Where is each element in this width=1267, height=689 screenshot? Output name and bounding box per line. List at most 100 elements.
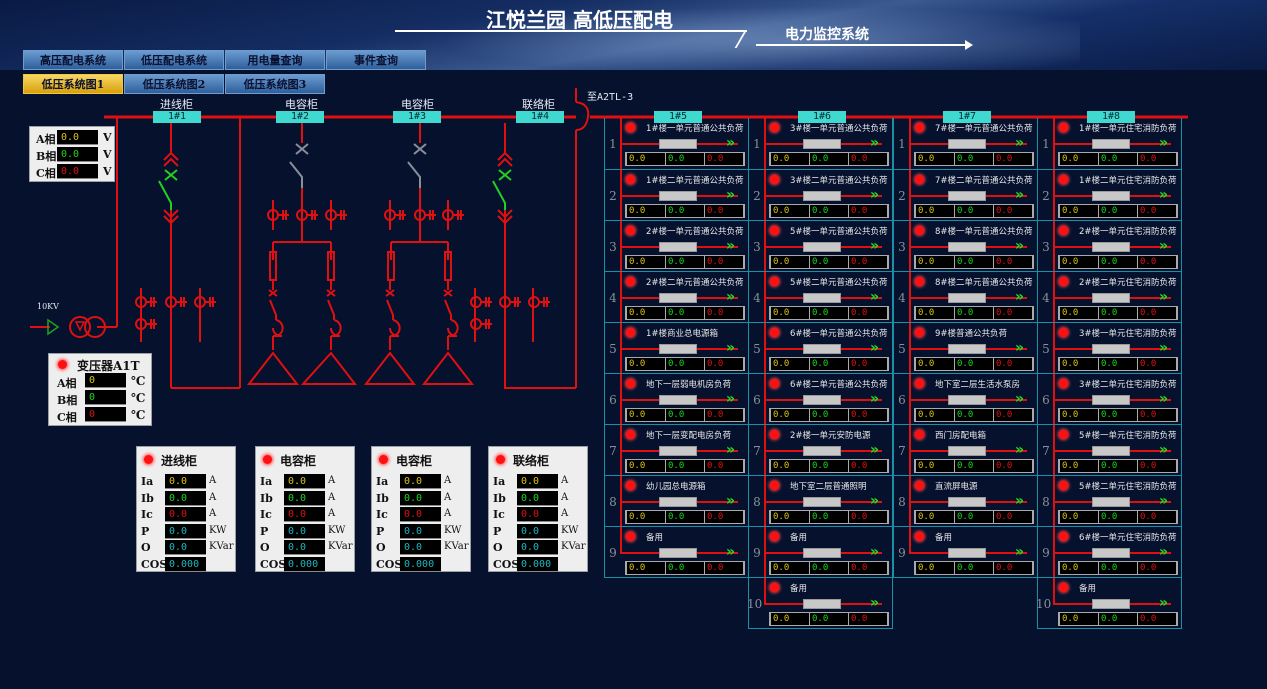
feeder-row[interactable]: 4 8#楼二单元普通公共负荷 » 0.0 0.0 0.0 — [893, 271, 1037, 322]
breaker-closed-4 — [498, 169, 512, 181]
feeder-row[interactable]: 1 7#楼一单元普通公共负荷 » 0.0 0.0 0.0 — [893, 118, 1037, 169]
feeder-number: 8 — [753, 495, 761, 509]
breaker-icon[interactable] — [803, 395, 841, 405]
feeder-row[interactable]: 9 备用 » 0.0 0.0 0.0 — [893, 526, 1037, 577]
feeder-row[interactable]: 4 2#楼二单元住宅消防负荷 » 0.0 0.0 0.0 — [1037, 271, 1181, 322]
breaker-icon[interactable] — [803, 139, 841, 149]
breaker-icon[interactable] — [948, 395, 986, 405]
breaker-icon[interactable] — [659, 446, 697, 456]
breaker-icon[interactable] — [1092, 293, 1130, 303]
breaker-icon[interactable] — [803, 497, 841, 507]
breaker-icon[interactable] — [1092, 191, 1130, 201]
feeder-row[interactable]: 2 3#楼二单元普通公共负荷 » 0.0 0.0 0.0 — [748, 169, 892, 220]
feeder-row[interactable]: 5 1#楼商业总电源箱 » 0.0 0.0 0.0 — [604, 322, 748, 373]
feeder-row[interactable]: 8 幼儿园总电源箱 » 0.0 0.0 0.0 — [604, 475, 748, 526]
feeder-row[interactable]: 10 备用 » 0.0 0.0 0.0 — [1036, 577, 1181, 628]
feeder-column-tag[interactable]: 1#5 — [654, 111, 702, 123]
feeder-column-tag[interactable]: 1#6 — [798, 111, 846, 123]
breaker-icon[interactable] — [1092, 242, 1130, 252]
breaker-icon[interactable] — [803, 293, 841, 303]
breaker-icon[interactable] — [948, 191, 986, 201]
breaker-icon[interactable] — [1092, 497, 1130, 507]
breaker-icon[interactable] — [948, 446, 986, 456]
tab-lv-diagram-3[interactable]: 低压系统图3 — [225, 74, 325, 94]
chevron-double-right-icon: » — [1159, 391, 1169, 407]
breaker-icon[interactable] — [803, 242, 841, 252]
breaker-icon[interactable] — [659, 139, 697, 149]
cabinet-tag-1-1[interactable]: 1#1 — [153, 111, 201, 123]
feeder-row[interactable]: 2 1#楼二单元住宅消防负荷 » 0.0 0.0 0.0 — [1037, 169, 1181, 220]
feeder-value-b: 0.0 — [810, 205, 848, 217]
breaker-icon[interactable] — [948, 242, 986, 252]
breaker-icon[interactable] — [803, 446, 841, 456]
breaker-icon[interactable] — [1092, 599, 1130, 609]
breaker-icon[interactable] — [948, 497, 986, 507]
feeder-row[interactable]: 2 1#楼二单元普通公共负荷 » 0.0 0.0 0.0 — [604, 169, 748, 220]
meter-value: 0.0 — [400, 507, 441, 522]
breaker-icon[interactable] — [659, 242, 697, 252]
tab-lv-diagram-2[interactable]: 低压系统图2 — [124, 74, 224, 94]
nav-hv-system[interactable]: 高压配电系统 — [23, 50, 123, 70]
feeder-value-c: 0.0 — [994, 460, 1032, 472]
breaker-icon[interactable] — [948, 293, 986, 303]
cabinet-tag-1-4[interactable]: 1#4 — [516, 111, 564, 123]
feeder-row[interactable]: 3 2#楼一单元普通公共负荷 » 0.0 0.0 0.0 — [604, 220, 748, 271]
breaker-icon[interactable] — [803, 548, 841, 558]
feeder-row[interactable]: 9 备用 » 0.0 0.0 0.0 — [604, 526, 748, 577]
feeder-row[interactable]: 6 6#楼二单元普通公共负荷 » 0.0 0.0 0.0 — [748, 373, 892, 424]
feeder-row[interactable]: 1 1#楼一单元住宅消防负荷 » 0.0 0.0 0.0 — [1037, 118, 1181, 169]
feeder-row[interactable]: 5 6#楼一单元普通公共负荷 » 0.0 0.0 0.0 — [748, 322, 892, 373]
cabinet-tag-1-3[interactable]: 1#3 — [393, 111, 441, 123]
feeder-row[interactable]: 9 6#楼一单元住宅消防负荷 » 0.0 0.0 0.0 — [1037, 526, 1181, 577]
feeder-row[interactable]: 6 地下室二层生活水泵房 » 0.0 0.0 0.0 — [893, 373, 1037, 424]
feeder-column-tag[interactable]: 1#7 — [943, 111, 991, 123]
breaker-icon[interactable] — [1092, 139, 1130, 149]
feeder-row[interactable]: 8 5#楼二单元住宅消防负荷 » 0.0 0.0 0.0 — [1037, 475, 1181, 526]
feeder-row[interactable]: 6 3#楼二单元住宅消防负荷 » 0.0 0.0 0.0 — [1037, 373, 1181, 424]
feeder-row[interactable]: 4 5#楼二单元普通公共负荷 » 0.0 0.0 0.0 — [748, 271, 892, 322]
feeder-row[interactable]: 7 地下一层变配电房负荷 » 0.0 0.0 0.0 — [604, 424, 748, 475]
feeder-row[interactable]: 9 备用 » 0.0 0.0 0.0 — [748, 526, 892, 577]
feeder-row[interactable]: 3 5#楼一单元普通公共负荷 » 0.0 0.0 0.0 — [748, 220, 892, 271]
breaker-icon[interactable] — [1092, 344, 1130, 354]
breaker-icon[interactable] — [659, 191, 697, 201]
feeder-row[interactable]: 8 直流屏电源 » 0.0 0.0 0.0 — [893, 475, 1037, 526]
feeder-row[interactable]: 1 1#楼一单元普通公共负荷 » 0.0 0.0 0.0 — [604, 118, 748, 169]
nav-energy-query[interactable]: 用电量查询 — [225, 50, 325, 70]
breaker-icon[interactable] — [1092, 548, 1130, 558]
feeder-row[interactable]: 7 5#楼一单元住宅消防负荷 » 0.0 0.0 0.0 — [1037, 424, 1181, 475]
breaker-icon[interactable] — [659, 344, 697, 354]
breaker-icon[interactable] — [948, 548, 986, 558]
feeder-row[interactable]: 5 3#楼一单元住宅消防负荷 » 0.0 0.0 0.0 — [1037, 322, 1181, 373]
feeder-row[interactable]: 3 2#楼一单元住宅消防负荷 » 0.0 0.0 0.0 — [1037, 220, 1181, 271]
feeder-row[interactable]: 5 9#楼普通公共负荷 » 0.0 0.0 0.0 — [893, 322, 1037, 373]
breaker-icon[interactable] — [803, 599, 841, 609]
page-title: 江悦兰园 高低压配电 — [486, 8, 673, 32]
nav-event-query[interactable]: 事件查询 — [326, 50, 426, 70]
feeder-row[interactable]: 1 3#楼一单元普通公共负荷 » 0.0 0.0 0.0 — [748, 118, 892, 169]
feeder-row[interactable]: 2 7#楼二单元普通公共负荷 » 0.0 0.0 0.0 — [893, 169, 1037, 220]
breaker-icon[interactable] — [803, 344, 841, 354]
nav-lv-system[interactable]: 低压配电系统 — [124, 50, 224, 70]
feeder-row[interactable]: 6 地下一层弱电机房负荷 » 0.0 0.0 0.0 — [604, 373, 748, 424]
feeder-column-tag[interactable]: 1#8 — [1087, 111, 1135, 123]
breaker-icon[interactable] — [659, 548, 697, 558]
breaker-icon[interactable] — [659, 395, 697, 405]
breaker-icon[interactable] — [659, 497, 697, 507]
feeder-row[interactable]: 8 地下室二层普通照明 » 0.0 0.0 0.0 — [748, 475, 892, 526]
breaker-icon[interactable] — [1092, 395, 1130, 405]
tab-lv-diagram-1[interactable]: 低压系统图1 — [23, 74, 123, 94]
feeder-row[interactable]: 7 2#楼一单元安防电源 » 0.0 0.0 0.0 — [748, 424, 892, 475]
feeder-row[interactable]: 10 备用 » 0.0 0.0 0.0 — [747, 577, 892, 628]
cabinet-tag-1-2[interactable]: 1#2 — [276, 111, 324, 123]
breaker-icon[interactable] — [803, 191, 841, 201]
chevron-double-right-icon: » — [1015, 187, 1025, 203]
breaker-icon[interactable] — [1092, 446, 1130, 456]
feeder-row[interactable]: 3 8#楼一单元普通公共负荷 » 0.0 0.0 0.0 — [893, 220, 1037, 271]
feeder-row[interactable]: 7 西门房配电箱 » 0.0 0.0 0.0 — [893, 424, 1037, 475]
breaker-icon[interactable] — [948, 344, 986, 354]
feeder-name: 2#楼一单元安防电源 — [790, 431, 871, 441]
breaker-icon[interactable] — [948, 139, 986, 149]
breaker-icon[interactable] — [659, 293, 697, 303]
feeder-row[interactable]: 4 2#楼二单元普通公共负荷 » 0.0 0.0 0.0 — [604, 271, 748, 322]
